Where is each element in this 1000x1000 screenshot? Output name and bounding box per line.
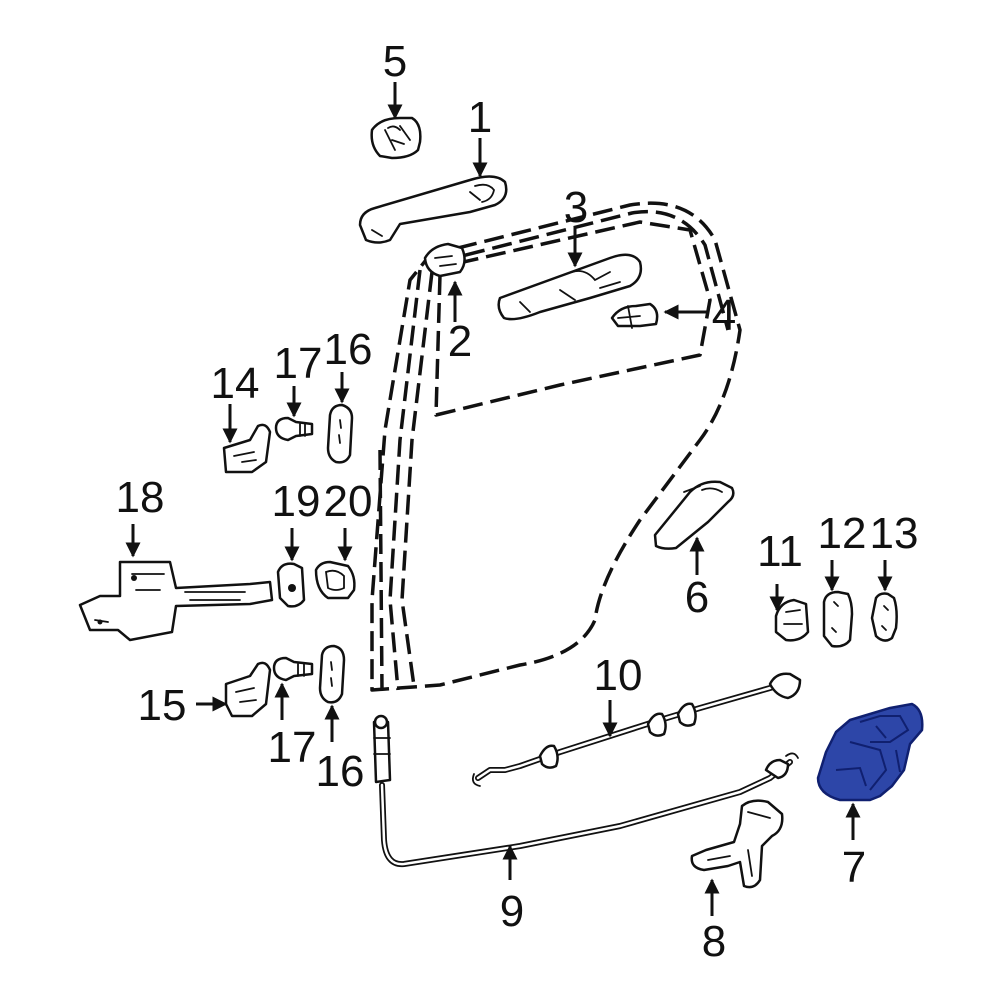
- callout-3: 3: [564, 183, 588, 232]
- callout-19: 19: [272, 477, 321, 526]
- part-4-lock-knob[interactable]: [610, 302, 659, 329]
- callout-5: 5: [383, 37, 407, 86]
- part-19-spacer[interactable]: [276, 562, 306, 608]
- part-11-clip[interactable]: [774, 598, 810, 642]
- part-20-stopper[interactable]: [314, 560, 356, 600]
- part-16-bumper-lower[interactable]: [318, 644, 346, 704]
- part-13-pad[interactable]: [870, 592, 898, 642]
- callout-labels: 1 2 3 4 5 6 7 8 9 10 11 12 13 14 15 16 1…: [116, 37, 919, 966]
- part-14-upper-hinge[interactable]: [222, 423, 272, 474]
- callout-14: 14: [211, 359, 260, 408]
- part-17-bolt-lower[interactable]: [272, 656, 314, 682]
- callout-8: 8: [702, 917, 726, 966]
- callout-16-lower: 16: [316, 747, 365, 796]
- callout-1: 1: [468, 93, 492, 142]
- part-7-door-lock-actuator[interactable]: [816, 702, 924, 802]
- callout-6: 6: [685, 573, 709, 622]
- callout-12: 12: [818, 509, 867, 558]
- part-18-door-check[interactable]: [78, 560, 274, 642]
- part-1-outside-handle[interactable]: [358, 175, 508, 244]
- part-5-lock-cylinder[interactable]: [370, 116, 422, 160]
- part-9-cable[interactable]: [372, 714, 799, 868]
- callout-17-upper: 17: [274, 339, 323, 388]
- callout-17-lower: 17: [268, 723, 317, 772]
- callout-13: 13: [870, 509, 919, 558]
- callout-4: 4: [712, 291, 736, 340]
- part-12-pad[interactable]: [822, 590, 854, 648]
- part-2-handle-bracket[interactable]: [423, 242, 466, 278]
- callout-2: 2: [448, 317, 472, 366]
- callout-11: 11: [757, 527, 803, 576]
- door-outline: [370, 201, 742, 692]
- callout-15: 15: [138, 681, 187, 730]
- callout-16-upper: 16: [324, 325, 373, 374]
- part-8-lock-guide[interactable]: [690, 799, 784, 889]
- part-10-latch-cable[interactable]: [471, 672, 802, 787]
- part-17-bolt-upper[interactable]: [274, 416, 314, 442]
- callout-18: 18: [116, 473, 165, 522]
- callout-20: 20: [324, 477, 373, 526]
- callout-10: 10: [594, 651, 643, 700]
- part-16-bumper-upper[interactable]: [326, 403, 354, 464]
- callout-arrows: [125, 82, 893, 916]
- part-3-inside-handle[interactable]: [497, 253, 643, 321]
- callout-9: 9: [500, 887, 524, 936]
- callout-7: 7: [842, 843, 866, 892]
- part-15-lower-hinge[interactable]: [224, 661, 272, 718]
- part-6-latch-cover[interactable]: [653, 480, 735, 550]
